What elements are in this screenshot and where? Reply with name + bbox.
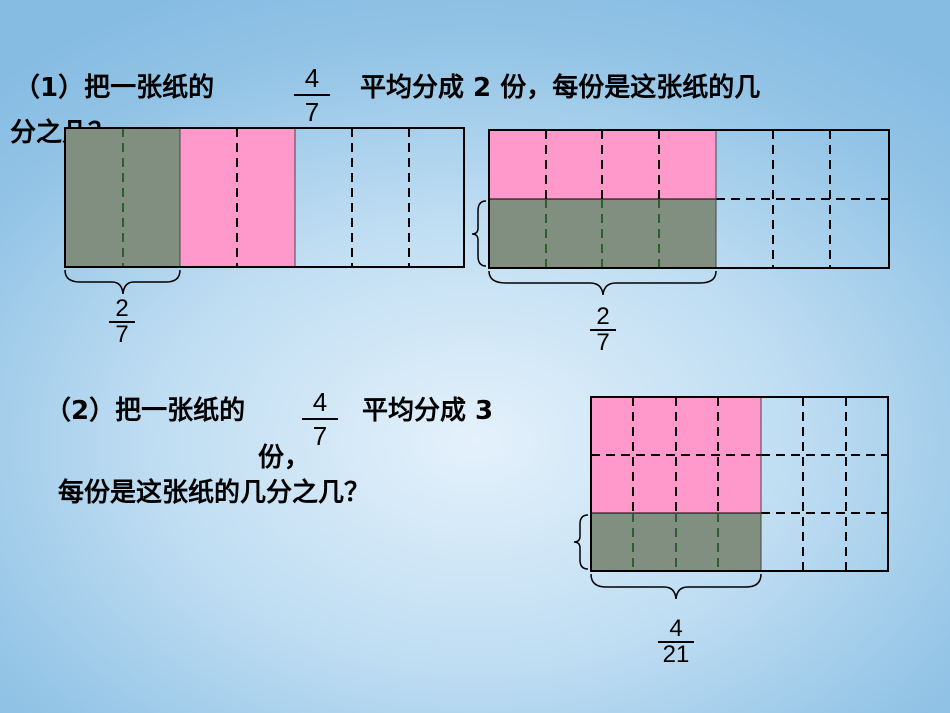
problem1-fraction-num: 4 — [304, 63, 320, 93]
fraction-bar — [590, 329, 616, 331]
problem2-prefix: （2）把一张纸的 — [45, 396, 246, 426]
diagram3 — [573, 396, 889, 600]
diagram2-answer-num: 2 — [596, 303, 610, 330]
problem1-prefix: （1）把一张纸的 — [14, 73, 215, 103]
problem2-line3: 每份是这张纸的几分之几？ — [58, 478, 371, 508]
diagram1-answer-den: 7 — [115, 321, 129, 348]
problem2-fraction-num: 4 — [312, 387, 328, 417]
fraction-bar — [109, 321, 135, 323]
diagram1 — [64, 127, 465, 295]
diagram1-answer-num: 2 — [115, 295, 129, 322]
diagram1-brace — [64, 269, 181, 295]
diagram3-outline — [590, 396, 889, 572]
diagram2-bottom-brace — [488, 270, 717, 296]
diagram2-answer-den: 7 — [596, 329, 610, 356]
diagram3-answer-den: 21 — [662, 641, 690, 668]
problem2-fraction-den: 7 — [312, 421, 328, 451]
diagram2-side-brace — [471, 200, 487, 267]
problem2-suffix: 平均分成 3 — [362, 396, 494, 426]
fraction-bar — [302, 418, 338, 420]
diagram2 — [471, 129, 890, 296]
diagram3-bottom-brace — [590, 573, 762, 600]
fraction-bar — [294, 94, 330, 96]
problem1-fraction: 4 7 — [290, 64, 334, 126]
problem2-line2: 份， — [258, 443, 311, 473]
diagram3-answer-fraction: 4 21 — [656, 615, 696, 668]
diagram3-answer-num: 4 — [669, 615, 683, 642]
diagram1-answer-fraction: 2 7 — [107, 295, 137, 348]
fraction-bar — [658, 641, 694, 643]
diagram3-side-brace — [573, 514, 589, 570]
diagram1-outline — [64, 127, 465, 268]
problem1-suffix: 平均分成 2 份，每份是这张纸的几 — [360, 73, 761, 103]
diagram2-outline — [488, 129, 890, 269]
diagram2-answer-fraction: 2 7 — [588, 303, 618, 356]
problem2-fraction: 4 7 — [298, 388, 342, 450]
problem1-fraction-den: 7 — [304, 97, 320, 127]
